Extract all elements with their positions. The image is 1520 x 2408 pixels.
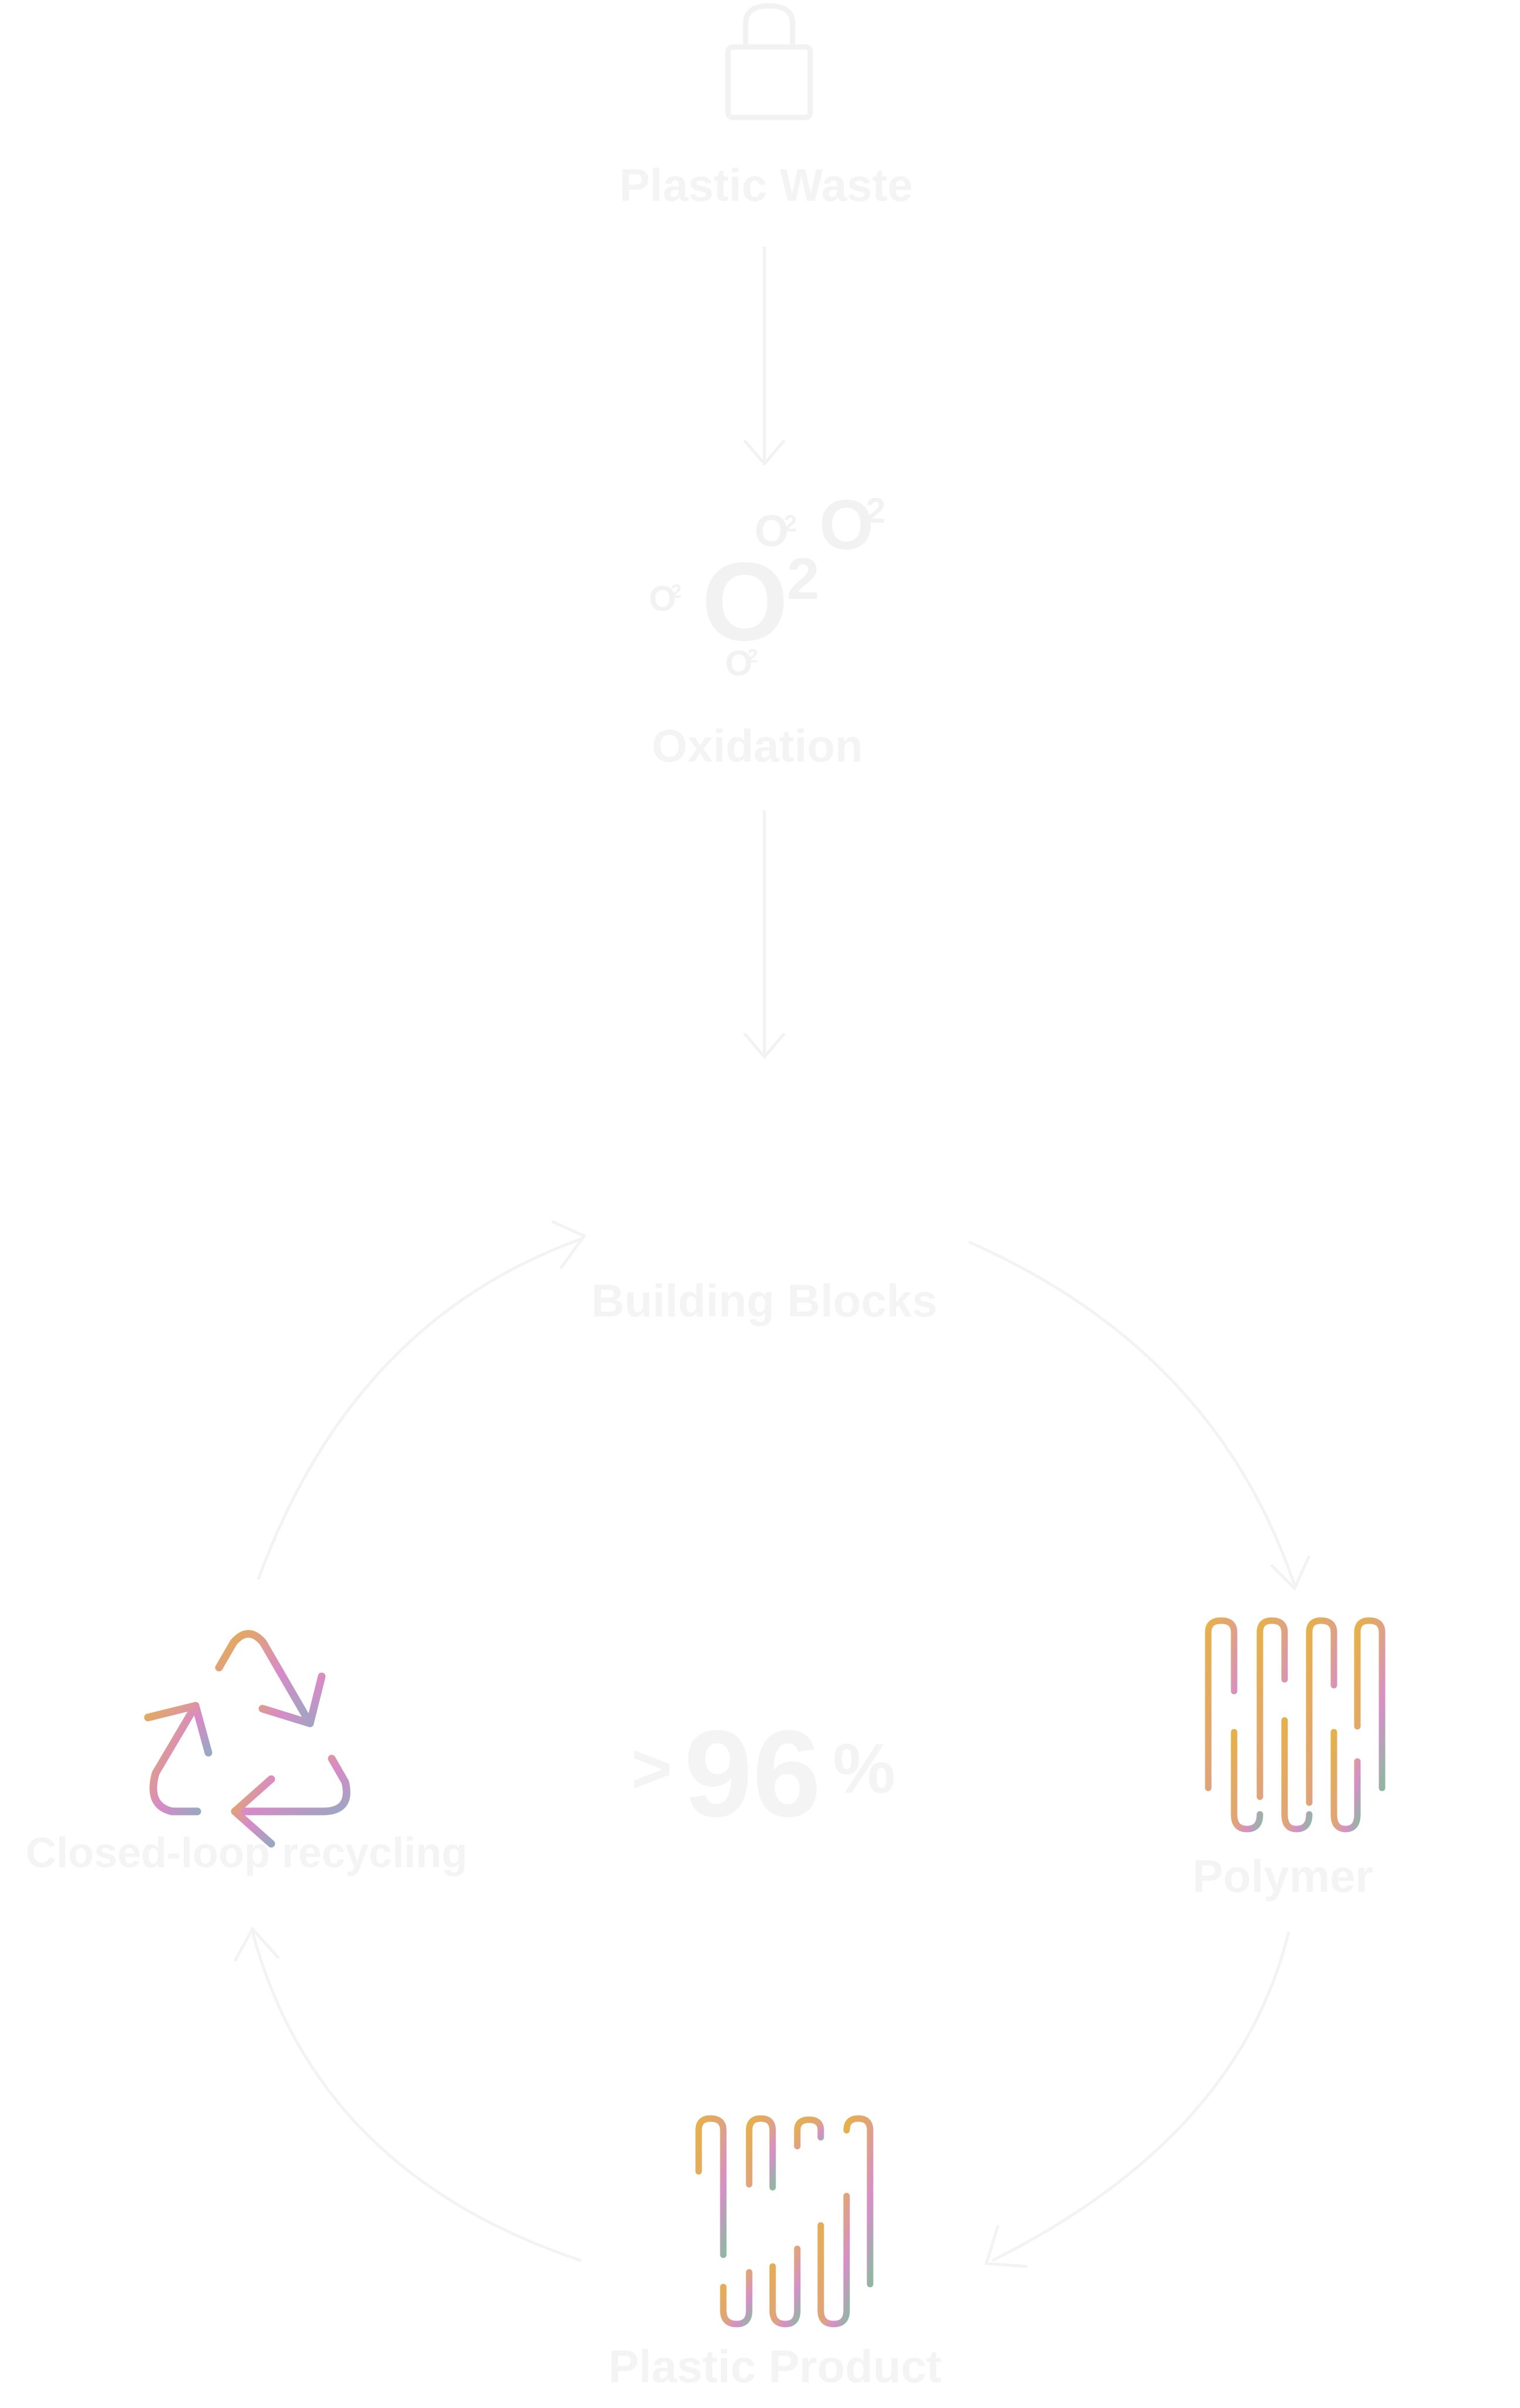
node-label-polymer: Polymer bbox=[1192, 1850, 1373, 1902]
arc-polymer-to-product bbox=[991, 1931, 1290, 2262]
oxygen-top: O bbox=[819, 486, 874, 564]
product-chains-icon bbox=[695, 2115, 874, 2328]
shopping-bag-icon bbox=[725, 3, 813, 120]
oxygen-small: O bbox=[754, 506, 788, 555]
node-label-oxidation: Oxidation bbox=[652, 720, 863, 772]
node-label-plastic-waste: Plastic Waste bbox=[619, 159, 913, 211]
yield-stat: >96% bbox=[631, 1703, 895, 1845]
oxygen-large-sup: 2 bbox=[787, 546, 820, 612]
oxygen-top-sup: 2 bbox=[866, 491, 885, 530]
arc-product-to-recycling bbox=[251, 1931, 582, 2262]
oxygen-left: O bbox=[649, 579, 676, 618]
node-label-plastic-product: Plastic Product bbox=[608, 2340, 942, 2392]
oxygen-bottom-sup: 2 bbox=[747, 645, 758, 666]
oxygen-small-sup: 2 bbox=[784, 511, 797, 537]
node-label-closed-loop-recycling: Closed-loop recycling bbox=[25, 1830, 468, 1877]
node-label-building-blocks: Building Blocks bbox=[591, 1275, 938, 1326]
arc-recycling-to-blocks bbox=[257, 1237, 582, 1580]
polymer-chains-icon bbox=[1205, 1617, 1386, 1833]
stacked-lines-icon bbox=[658, 1144, 883, 1230]
stat-prefix: > bbox=[631, 1729, 672, 1808]
arc-blocks-to-polymer bbox=[968, 1240, 1296, 1586]
stat-unit: % bbox=[833, 1729, 896, 1808]
cycle-arrows bbox=[233, 1220, 1311, 2268]
oxygen-left-sup: 2 bbox=[671, 581, 682, 602]
recycle-icon bbox=[144, 1630, 350, 1848]
oxygen-molecules-icon: O 2 O 2 O 2 O 2 O 2 bbox=[649, 486, 885, 683]
oxygen-bottom: O bbox=[725, 644, 753, 683]
stat-value: 96 bbox=[683, 1705, 821, 1843]
oxygen-large: O bbox=[702, 540, 788, 664]
